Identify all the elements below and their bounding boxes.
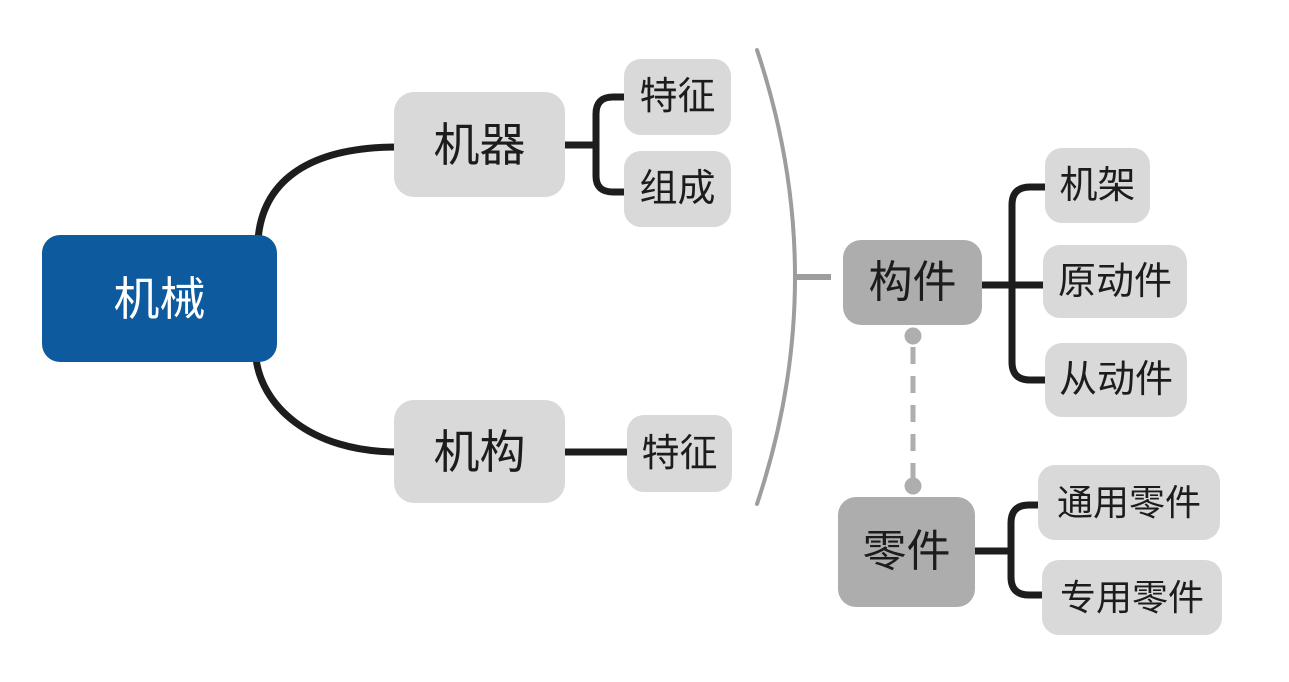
- node-special-parts[interactable]: 专用零件: [1042, 560, 1222, 635]
- node-machine[interactable]: 机器: [394, 92, 565, 197]
- node-machine-features[interactable]: 特征: [624, 59, 731, 135]
- edge-root-mechanism: [252, 354, 402, 456]
- node-component[interactable]: 构件: [843, 240, 982, 325]
- bracket-component-children: [1008, 183, 1051, 384]
- node-driven-member[interactable]: 从动件: [1045, 343, 1187, 417]
- edge-root-machine: [254, 143, 402, 244]
- root-node-machinery[interactable]: 机械: [42, 235, 277, 362]
- bracket-part-children: [1007, 501, 1048, 599]
- node-mechanism[interactable]: 机构: [394, 400, 565, 503]
- node-frame[interactable]: 机架: [1045, 148, 1150, 223]
- bracket-machine-children: [592, 93, 630, 196]
- node-driving-member[interactable]: 原动件: [1043, 245, 1187, 318]
- dashed-link-dot-bottom: [904, 477, 922, 495]
- group-brace: [755, 48, 797, 506]
- node-machine-composition[interactable]: 组成: [624, 151, 731, 227]
- node-mechanism-features[interactable]: 特征: [627, 415, 732, 492]
- node-general-parts[interactable]: 通用零件: [1038, 465, 1220, 540]
- node-part[interactable]: 零件: [838, 497, 975, 607]
- dashed-link-dot-top: [904, 327, 922, 345]
